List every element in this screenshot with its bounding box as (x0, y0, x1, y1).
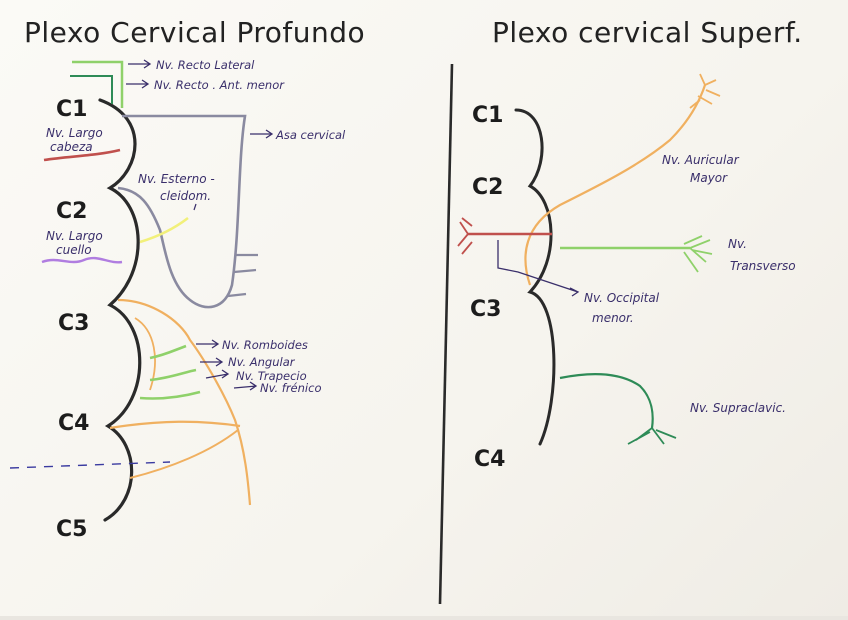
recto-lateral-label: Nv. Recto Lateral (156, 58, 255, 72)
asa-cervical-loop (118, 116, 245, 307)
transverso-label-2: Transverso (730, 259, 796, 273)
largo-cuello-label-2: cuello (56, 243, 92, 257)
trapecio-nerve (140, 392, 200, 399)
left-spine-arcs (100, 100, 140, 520)
left-level-c3: C3 (58, 311, 89, 336)
transverso-branches (684, 236, 712, 272)
angular-nerve (150, 370, 196, 380)
asa-label: Asa cervical (275, 128, 346, 142)
red-nerve-branches (458, 218, 472, 254)
recto-ant-label: Nv. Recto . Ant. menor (154, 78, 285, 92)
right-level-c4: C4 (474, 447, 505, 472)
frenico-nerve (118, 300, 250, 505)
frenico-arrow (234, 382, 256, 390)
frenico-label: Nv. frénico (260, 381, 321, 395)
esterno-pointer (194, 204, 196, 210)
left-level-c5: C5 (56, 517, 87, 542)
asa-arrow (250, 130, 272, 138)
largo-cuello-label-1: Nv. Largo (46, 229, 103, 243)
supraclav-branches (628, 428, 676, 444)
auricular-label-2: Mayor (690, 171, 728, 185)
supraclav-label: Nv. Supraclavic. (690, 401, 786, 415)
asa-branch-2 (234, 270, 256, 272)
right-title: Plexo cervical Superf. (492, 16, 803, 49)
recto-ant-arrow (126, 80, 148, 88)
auricular-label-1: Nv. Auricular (662, 153, 740, 167)
right-level-c2: C2 (472, 175, 503, 200)
auricular-nerve (525, 85, 705, 285)
auricular-branches (690, 74, 720, 108)
frenico-branch-2 (130, 430, 238, 478)
left-title: Plexo Cervical Profundo (24, 16, 365, 49)
romboides-label: Nv. Romboides (222, 338, 308, 352)
page-divider (440, 64, 452, 604)
left-level-c1: C1 (56, 97, 87, 122)
esterno-nerve (140, 218, 188, 242)
asa-branch-3 (228, 294, 246, 296)
largo-cabeza-label-2: cabeza (50, 140, 93, 154)
largo-cuello-nerve (42, 258, 122, 262)
left-level-c4: C4 (58, 411, 89, 436)
right-level-c1: C1 (472, 103, 503, 128)
largo-cabeza-label-1: Nv. Largo (46, 126, 103, 140)
occipital-label-2: menor. (592, 311, 634, 325)
recto-lateral-arrow (128, 60, 150, 68)
esterno-label-2: cleidom. (160, 189, 211, 203)
frenico-branch-1 (110, 422, 240, 428)
supraclav-nerve (560, 374, 653, 428)
clavicle-dashed-line (10, 462, 170, 468)
occipital-label-1: Nv. Occipital (584, 291, 660, 305)
left-level-c2: C2 (56, 199, 87, 224)
angular-label: Nv. Angular (228, 355, 296, 369)
esterno-label-1: Nv. Esterno - (138, 172, 215, 186)
romboides-arrow (196, 340, 218, 348)
transverso-label-1: Nv. (728, 237, 747, 251)
right-level-c3: C3 (470, 297, 501, 322)
